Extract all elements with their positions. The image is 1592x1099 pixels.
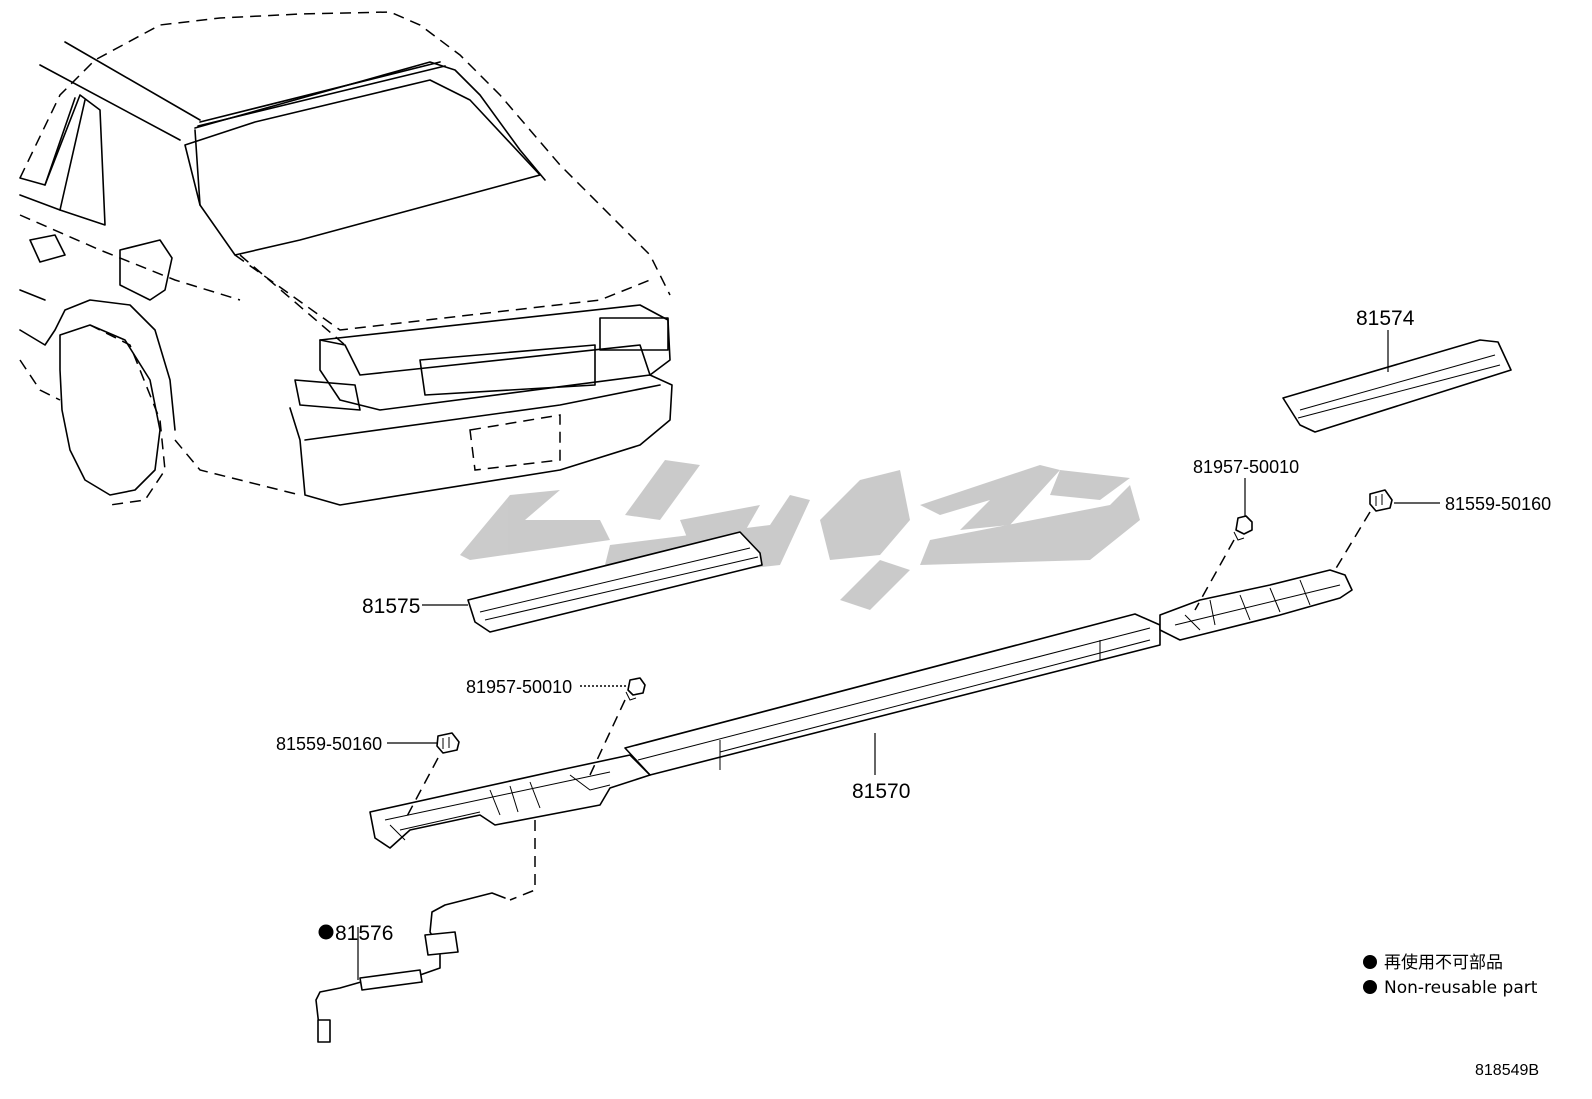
legend-bullet-japanese xyxy=(1363,955,1377,969)
label-nut-lower: 81559-50160 xyxy=(276,734,382,754)
label-81570: 81570 xyxy=(852,780,910,803)
part-81574-moulding xyxy=(1282,330,1512,433)
legend-bullet-english xyxy=(1363,980,1377,994)
label-clip-upper: 81957-50010 xyxy=(1193,457,1299,477)
nut-upper xyxy=(1334,489,1440,571)
part-81570-garnish xyxy=(369,569,1353,849)
label-clip-lower: 81957-50010 xyxy=(466,677,572,697)
label-nut-upper: 81559-50160 xyxy=(1445,494,1551,514)
legend: 再使用不可部品 Non-reusable part xyxy=(1363,952,1538,998)
label-81576: 81576 xyxy=(335,922,393,945)
clip-upper xyxy=(1194,478,1253,611)
clip-lower xyxy=(580,677,646,776)
part-81576-cable xyxy=(315,820,536,1043)
diagram-code: 818549B xyxy=(1475,1062,1539,1079)
nut-lower xyxy=(387,732,460,821)
legend-japanese: 再使用不可部品 xyxy=(1384,952,1503,973)
part-labels: 81574 81575 81570 81576 81957-50010 8195… xyxy=(276,307,1551,945)
non-reusable-marker-81576 xyxy=(318,924,334,940)
label-81574: 81574 xyxy=(1356,307,1415,330)
part-81575-moulding xyxy=(422,531,763,633)
label-81575: 81575 xyxy=(362,595,420,618)
car-body-illustration xyxy=(19,11,673,506)
legend-english: Non-reusable part xyxy=(1384,978,1538,998)
